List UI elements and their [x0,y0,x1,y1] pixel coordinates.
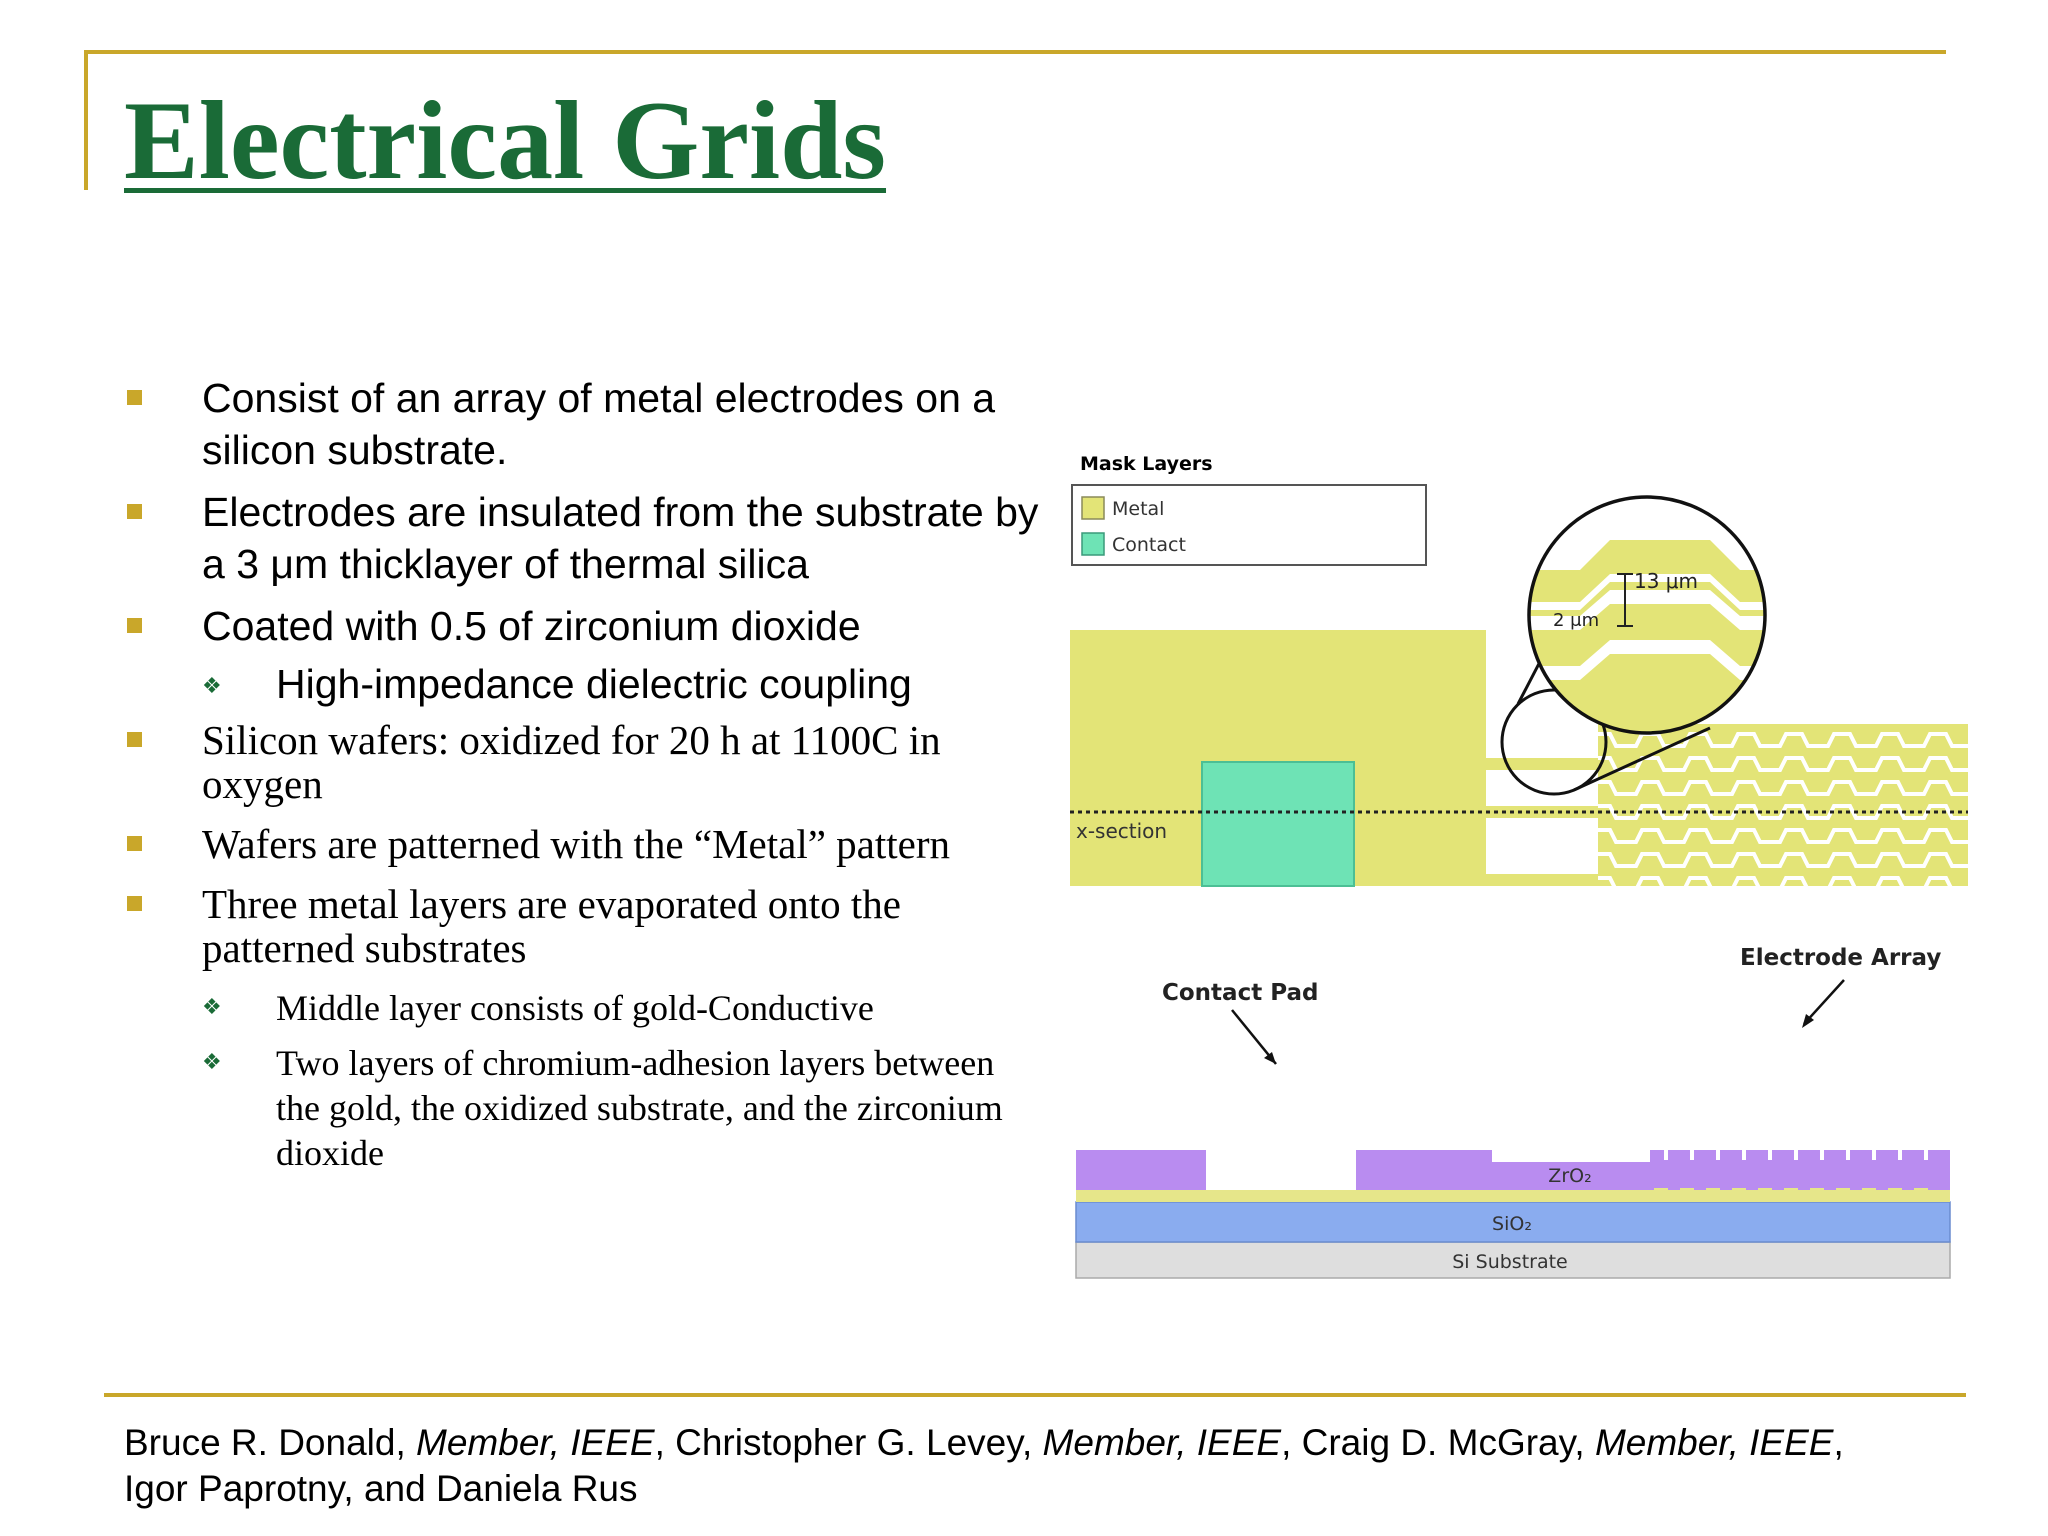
magnified-finger [1529,604,1765,666]
bullet-item: Wafers are patterned with the “Metal” pa… [124,822,1044,866]
legend-contact-label: Contact [1112,534,1186,556]
square-bullet-icon [127,618,142,633]
title-frame-top-line [84,50,1946,54]
legend-metal-swatch [1081,496,1105,520]
contact-window [1201,761,1355,887]
bullet-text: Consist of an array of metal electrodes … [202,375,996,473]
magnifier-large-circle [1527,495,1767,735]
sub-bullet-item: ❖ Middle layer consists of gold-Conducti… [124,986,1044,1031]
magnifier-leader-line [1573,726,1711,792]
metal-trace [1486,758,1598,770]
sub-bullet-item: ❖ High-impedance dielectric coupling [124,658,1044,710]
zro2-label: ZrO₂ [1548,1165,1591,1187]
bullet-list: Consist of an array of metal electrodes … [124,372,1044,1186]
electrode-metal-segments [1654,1188,1928,1196]
electrode-array-arrow [1803,979,1845,1025]
legend-metal-label: Metal [1112,498,1164,520]
square-bullet-icon [127,390,142,405]
gold-layer [1076,1190,1950,1202]
author-affiliation: Member, IEEE [416,1422,655,1463]
contact-pad-label: Contact Pad [1162,980,1318,1006]
author-name: Igor Paprotny, and Daniela Rus [124,1468,638,1509]
author-credits: Bruce R. Donald, Member, IEEE, Christoph… [124,1422,1844,1509]
electrode-gaps [1664,1150,1928,1160]
author-affiliation: Member, IEEE [1042,1422,1282,1463]
square-bullet-icon [127,836,142,851]
arrow-head-icon [1802,1014,1814,1028]
si-substrate-layer [1075,1241,1951,1279]
bullet-text: Three metal layers are evaporated onto t… [202,881,901,971]
author-name: Bruce R. Donald [124,1422,396,1463]
sio2-label: SiO₂ [1492,1213,1532,1235]
author-name: Christopher G. Levey [675,1422,1022,1463]
bullet-text: Two layers of chromium-adhesion layers b… [276,1043,1003,1173]
electrode-grid-figure: Mask Layers Metal Contact x-section 13 μ… [1070,453,1968,1279]
bullet-text: Middle layer consists of gold-Conductive [276,988,874,1028]
footer-divider [104,1393,1966,1397]
bullet-text: Wafers are patterned with the “Metal” pa… [202,821,950,867]
diamond-bullet-icon: ❖ [202,994,222,1019]
bullet-text: Silicon wafers: oxidized for 20 h at 110… [202,717,941,807]
author-name: Craig D. McGray [1301,1422,1575,1463]
electrode-array-pattern [1598,724,1968,886]
bullet-item: Electrodes are insulated from the substr… [124,486,1044,590]
bullet-item: Coated with 0.5 of zirconium dioxide [124,600,1044,652]
legend-box [1071,484,1427,566]
legend-contact-swatch [1081,532,1105,556]
sio2-layer [1075,1201,1951,1243]
magnified-finger [1529,540,1765,602]
sub-bullet-item: ❖ Two layers of chromium-adhesion layers… [124,1041,1044,1176]
bullet-text: High-impedance dielectric coupling [276,661,912,707]
bullet-item: Consist of an array of metal electrodes … [124,372,1044,476]
electrode-array-label: Electrode Array [1740,945,1941,971]
bullet-item: Silicon wafers: oxidized for 20 h at 110… [124,718,1044,806]
mask-layers-title: Mask Layers [1080,453,1213,475]
slide-title: Electrical Grids [124,79,887,203]
bullet-item: Three metal layers are evaporated onto t… [124,882,1044,970]
bullet-text: Coated with 0.5 of zirconium dioxide [202,603,861,649]
metal-trace [1486,874,1598,886]
magnified-finger [1529,582,1765,616]
dimension-2um-label: 2 μm [1553,610,1599,631]
author-affiliation: Member, IEEE [1594,1422,1834,1463]
diamond-bullet-icon: ❖ [202,1049,222,1074]
bullet-text: Electrodes are insulated from the substr… [202,489,1039,587]
arrow-head-icon [1264,1052,1276,1064]
x-section-label: x-section [1076,819,1167,843]
title-frame-left-line [84,50,88,190]
diamond-bullet-icon: ❖ [202,673,222,698]
square-bullet-icon [127,732,142,747]
square-bullet-icon [127,896,142,911]
zro2-layer [1076,1150,1950,1190]
square-bullet-icon [127,504,142,519]
dimension-13um-label: 13 μm [1634,569,1698,593]
si-substrate-label: Si Substrate [1452,1251,1567,1273]
